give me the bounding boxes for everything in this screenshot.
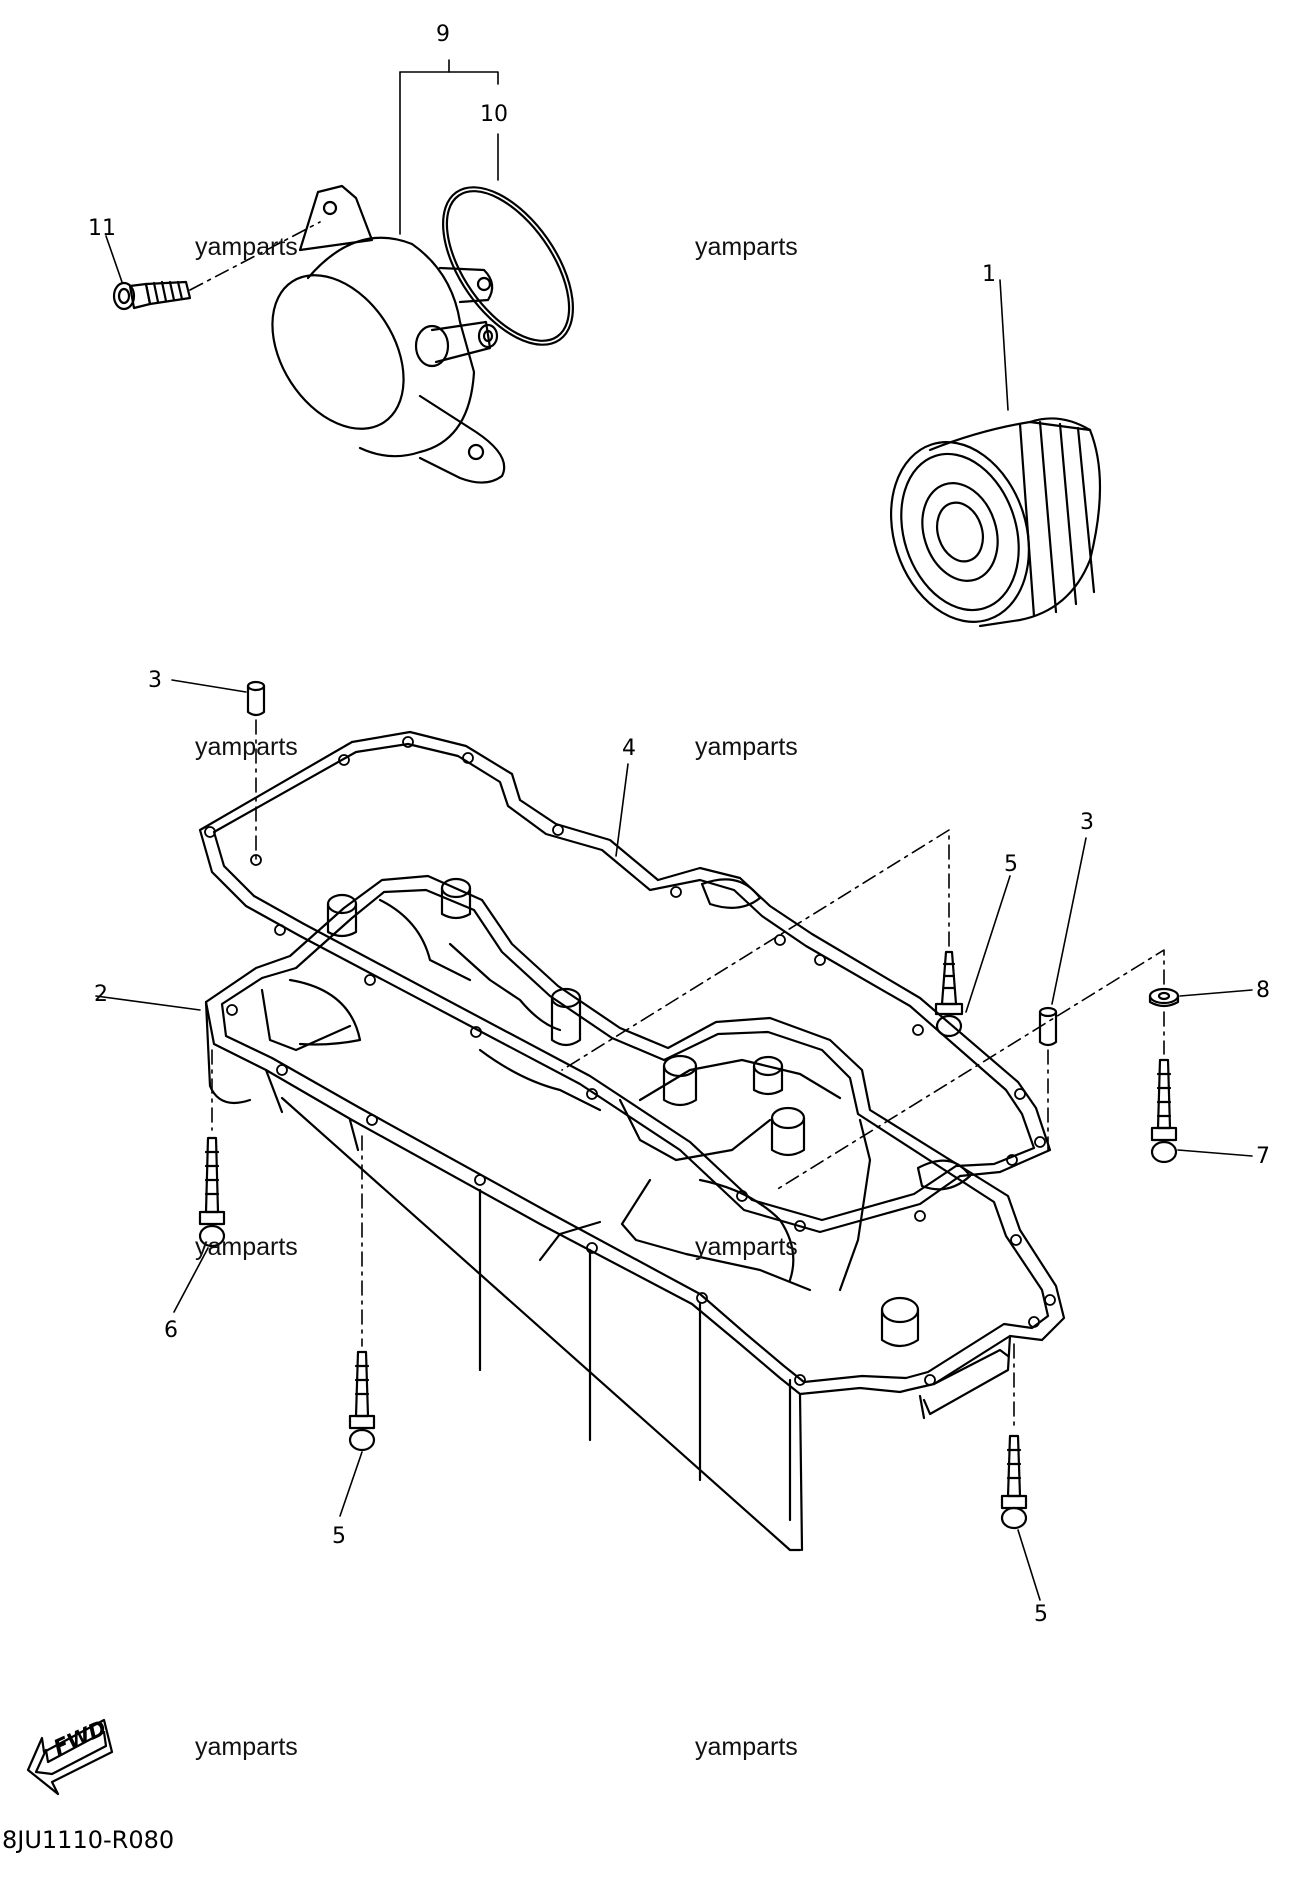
callout-5-lower-left: 5 — [332, 1524, 346, 1549]
washer-part-8 — [1148, 987, 1180, 1008]
watermark-3: yamparts — [195, 733, 298, 761]
callout-3-right: 3 — [1080, 810, 1094, 835]
callout-5-upper: 5 — [1004, 852, 1018, 877]
callout-5-lower-right: 5 — [1034, 1602, 1048, 1627]
o-ring-part-10 — [442, 186, 574, 346]
callout-8: 8 — [1256, 978, 1270, 1003]
oil-cooler-part-9 — [271, 184, 506, 484]
callout-2: 2 — [94, 982, 108, 1007]
watermark-1: yamparts — [195, 233, 298, 261]
bolt-lower-right-part-5 — [1000, 1343, 1028, 1530]
callout-1: 1 — [982, 262, 996, 287]
watermark-6: yamparts — [695, 1233, 798, 1261]
bolt-part-7 — [775, 949, 1178, 1191]
watermark-8: yamparts — [695, 1733, 798, 1761]
callout-4: 4 — [622, 736, 636, 761]
bolt-part-11 — [112, 221, 321, 311]
diagram-code: 8JU1110-R080 — [2, 1826, 175, 1854]
leader-lines — [95, 59, 1253, 1601]
watermark-4: yamparts — [695, 733, 798, 761]
callout-7: 7 — [1256, 1144, 1270, 1169]
callout-6: 6 — [164, 1318, 178, 1343]
callout-9: 9 — [436, 22, 450, 47]
watermark-5: yamparts — [195, 1233, 298, 1261]
callout-10: 10 — [480, 102, 508, 127]
bolt-lower-left-part-5 — [348, 1135, 376, 1452]
oil-pan-part-2 — [204, 874, 1066, 1552]
watermark-7: yamparts — [195, 1733, 298, 1761]
fwd-arrow-icon — [26, 1718, 114, 1796]
callout-3-left: 3 — [148, 668, 162, 693]
gasket-part-4 — [198, 730, 1052, 1234]
oil-filter-part-1 — [889, 417, 1102, 628]
callout-11: 11 — [88, 216, 116, 241]
bolt-part-6 — [198, 1049, 226, 1248]
dowel-pin-left-part-3 — [246, 680, 266, 861]
watermark-2: yamparts — [695, 233, 798, 261]
bolt-upper-part-5 — [561, 829, 964, 1071]
dowel-pin-right-part-3 — [1038, 1006, 1058, 1151]
